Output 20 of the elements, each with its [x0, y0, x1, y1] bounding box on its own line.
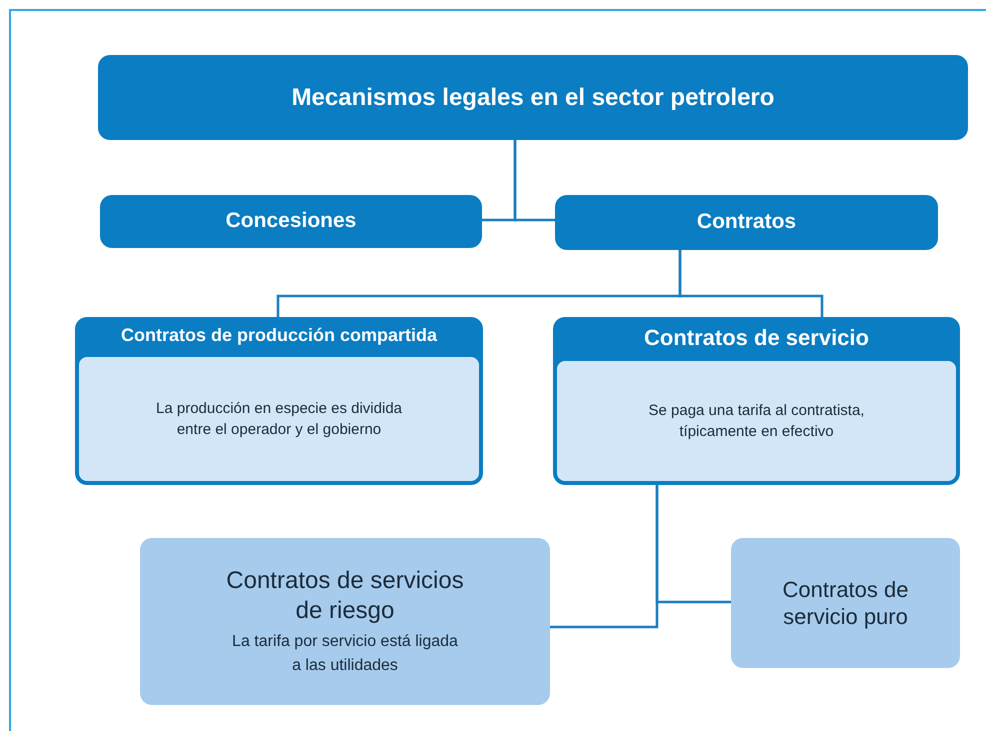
- contract-type-box: [75, 317, 483, 485]
- heading-text: Contratos de producción compartida: [120, 324, 438, 347]
- node-label: Contratos de servicio puro: [782, 576, 910, 630]
- node-label: Contratos de servicios de riesgo: [225, 566, 465, 626]
- subtype-box: [140, 538, 550, 705]
- connector-line: [656, 485, 731, 604]
- description-text: La tarifa por servicio está ligada a las utilidades: [231, 632, 459, 676]
- description-text: Se paga una tarifa al contratista, típicamente en efectivo: [648, 401, 866, 442]
- node-label: Concesiones: [224, 208, 358, 234]
- node-label: Contratos: [696, 209, 798, 236]
- category-box: [555, 195, 938, 250]
- node-label: Mecanismos legales en el sector petrolero: [290, 82, 776, 112]
- category-box: [100, 195, 482, 248]
- subtype-box: [731, 538, 960, 668]
- title-box: [98, 55, 968, 140]
- heading-text: Contratos de servicio: [644, 324, 869, 352]
- connector-line: [678, 250, 824, 317]
- connector-line: [514, 140, 555, 222]
- description-text: La producción en especie es dividida entre el operador y el gobierno: [155, 398, 403, 440]
- contract-type-box: [553, 317, 960, 485]
